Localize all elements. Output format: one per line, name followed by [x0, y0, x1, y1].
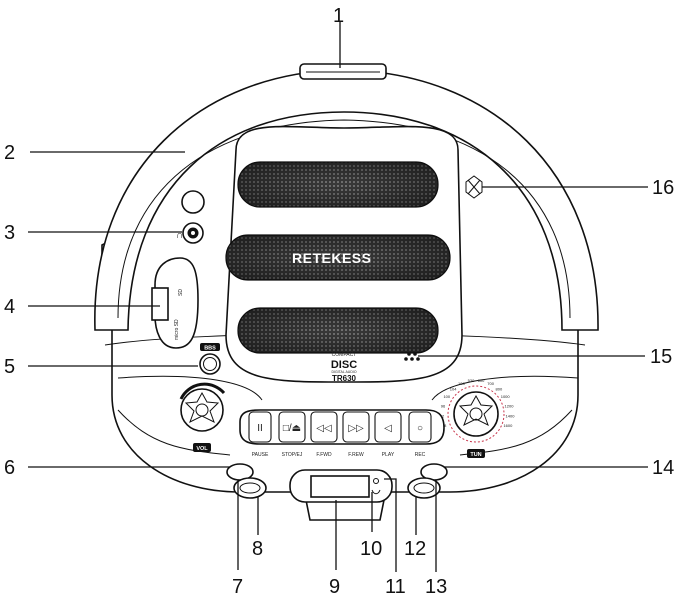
model-label: TR630 — [332, 374, 357, 383]
transport-label: F.FWD — [316, 452, 332, 458]
dial-tick-label: 800 — [496, 386, 503, 391]
sd-label: SD — [178, 289, 184, 296]
callout-10: 10 — [360, 538, 382, 560]
dial-tick-label: 1600 — [503, 423, 513, 428]
dial-tick-label: 1000 — [501, 394, 511, 399]
transport-button-play[interactable]: ◁ — [374, 411, 402, 443]
dial-tick-label: 600 — [478, 378, 485, 383]
callout-11: 11 — [385, 576, 406, 598]
tuning-dial-scale: 8892961001041085306007008001000120014001… — [440, 378, 515, 428]
svg-text:DISC: DISC — [331, 359, 357, 371]
callout-7: 7 — [232, 576, 243, 598]
headphone-jack[interactable]: ∩ — [176, 222, 204, 244]
callout-5: 5 — [4, 356, 15, 378]
dial-tick-label: 100 — [443, 394, 450, 399]
transport-label: STOP/EJ — [282, 452, 303, 458]
transport-label: REC — [415, 452, 426, 458]
dial-tick-label: 92 — [440, 413, 445, 418]
dial-tick-label: 96 — [441, 403, 446, 408]
dial-tick-label: 1400 — [506, 413, 516, 418]
dial-tick-label: 108 — [458, 381, 465, 386]
callout-numbers: 1 2 3 4 5 6 7 8 9 10 11 12 13 14 15 16 — [4, 5, 674, 598]
transport-glyph-icon: ◁◁ — [316, 423, 332, 434]
vol-label: VOL — [196, 446, 208, 452]
callout-9: 9 — [329, 576, 340, 598]
bbs-button[interactable]: BBS — [199, 343, 221, 375]
callout-lines — [28, 22, 648, 572]
dial-tick-label: 104 — [450, 386, 457, 391]
transport-button-f-rew[interactable]: ▷▷ — [342, 411, 370, 443]
ir-sensor-icon — [465, 175, 483, 199]
headphone-icon: ∩ — [176, 230, 183, 241]
transport-button-stop-ej[interactable]: □/⏏ — [278, 411, 306, 443]
dial-tick-label: 1200 — [505, 403, 515, 408]
function-button-left-lower[interactable] — [233, 477, 267, 499]
cd-lid[interactable]: RETEKESS — [225, 125, 463, 383]
transport-label: PLAY — [382, 452, 395, 458]
tun-label: TUN — [470, 452, 481, 458]
callout-6: 6 — [4, 457, 15, 479]
transport-button-rec[interactable]: ○ — [408, 411, 432, 443]
callout-14: 14 — [652, 457, 674, 479]
transport-glyph-icon: ○ — [417, 423, 423, 434]
power-indicator-icon — [404, 352, 420, 361]
volume-knob[interactable]: VOL — [179, 382, 226, 452]
callout-1: 1 — [333, 5, 344, 27]
svg-text:DIGITAL AUDIO: DIGITAL AUDIO — [331, 370, 356, 374]
brand-logo: RETEKESS — [292, 250, 371, 266]
callout-12: 12 — [404, 538, 426, 560]
dial-tick-label: 700 — [487, 381, 494, 386]
sd-card-slot[interactable]: SD micro SD — [151, 257, 199, 349]
transport-label: PAUSE — [252, 452, 269, 458]
lcd-display — [289, 469, 393, 503]
function-button-right-lower[interactable] — [407, 477, 441, 499]
svg-text:BBS: BBS — [204, 346, 216, 352]
transport-glyph-icon: II — [257, 423, 263, 434]
transport-controls: II PAUSE □/⏏ STOP/EJ ◁◁ F.FWD ▷▷ F.REW ◁ PLAY ○ REC — [239, 409, 445, 458]
callout-2: 2 — [4, 142, 15, 164]
callout-4: 4 — [4, 296, 15, 318]
callout-8: 8 — [252, 538, 263, 560]
transport-glyph-icon: □/⏏ — [283, 423, 301, 434]
transport-button-pause[interactable]: II — [248, 411, 272, 443]
callout-15: 15 — [650, 346, 672, 368]
micro-sd-label: micro SD — [174, 319, 180, 340]
svg-text:COMPACT: COMPACT — [332, 352, 357, 358]
transport-label: F.REW — [348, 452, 364, 458]
transport-glyph-icon: ◁ — [384, 423, 392, 434]
dial-tick-label: 530 — [468, 378, 475, 383]
transport-glyph-icon: ▷▷ — [348, 423, 364, 434]
tuning-knob[interactable]: TUN — [447, 385, 505, 458]
callout-13: 13 — [425, 576, 447, 598]
callout-3: 3 — [4, 222, 15, 244]
carry-handle[interactable] — [94, 63, 599, 331]
cd-logo: COMPACT DISC DIGITAL AUDIO — [331, 352, 357, 374]
callout-16: 16 — [652, 177, 674, 199]
transport-button-f-fwd[interactable]: ◁◁ — [310, 411, 338, 443]
blank-plug-icon — [181, 190, 205, 214]
